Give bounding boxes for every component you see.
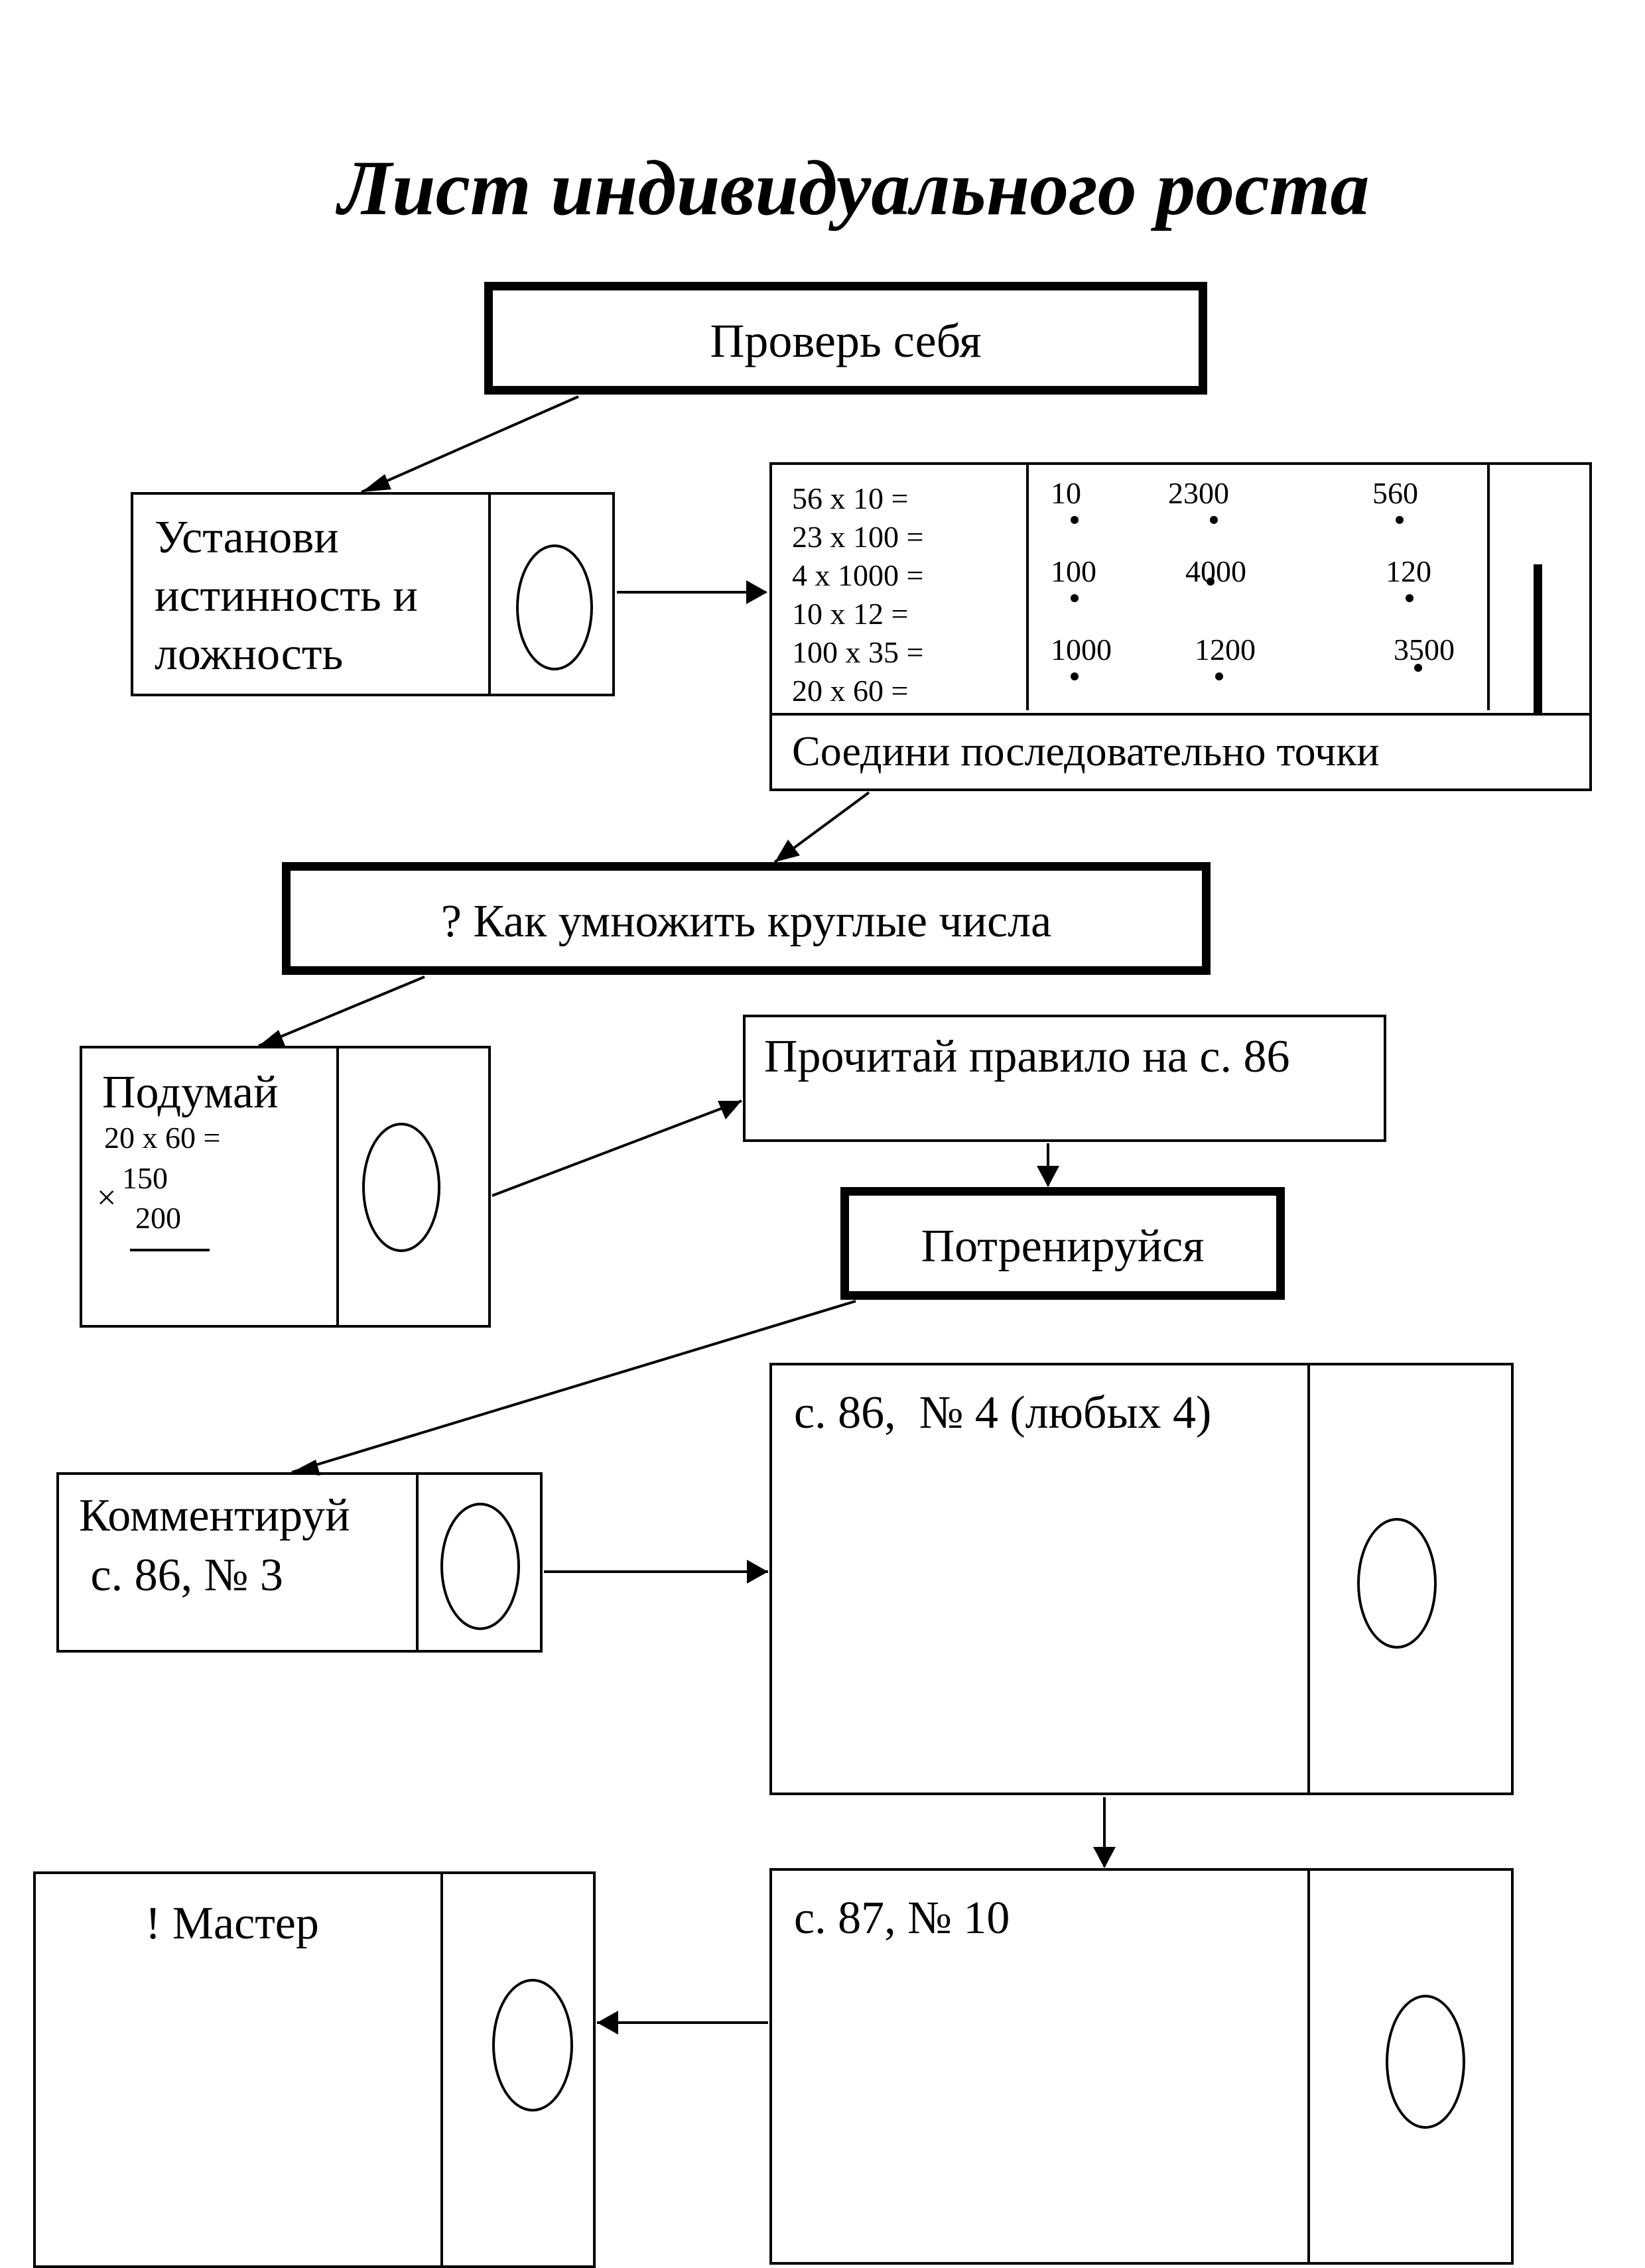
expression-4: 10 x 12 =: [792, 597, 909, 631]
establish-line-2: истинность и: [155, 570, 418, 621]
point-dot[interactable]: [1406, 594, 1414, 602]
self-assessment-divider: [336, 1048, 339, 1325]
read-rule-box: Прочитай правило на с. 86: [743, 1015, 1386, 1142]
multiplication-top: 150: [122, 1161, 168, 1195]
connect-dots-instruction: Соедини последовательно точки: [792, 727, 1380, 775]
self-assessment-oval[interactable]: [1386, 1995, 1465, 2129]
arrowhead: [362, 474, 391, 492]
times-sign: ×: [97, 1179, 117, 1217]
expression-2: 23 x 100 =: [792, 520, 924, 554]
self-assessment-divider: [1307, 1365, 1310, 1793]
task-box-2: с. 87, № 10: [769, 1868, 1514, 2265]
point-dot[interactable]: [1210, 516, 1218, 524]
point-label: 3500: [1394, 633, 1455, 666]
arrowhead: [292, 1460, 320, 1476]
self-assessment-divider: [488, 495, 491, 694]
question-label: ? Как умножить круглые числа: [440, 896, 1052, 947]
question-box: ? Как умножить круглые числа: [282, 862, 1211, 975]
expression-3: 4 x 1000 =: [792, 558, 924, 592]
check-yourself-label: Проверь себя: [710, 314, 982, 367]
point-label: 1000: [1051, 633, 1112, 666]
footer-divider: [772, 713, 1589, 716]
point-dot[interactable]: [1071, 516, 1079, 524]
arrowhead: [597, 2011, 618, 2035]
master-label: ! Мастер: [145, 1898, 319, 1949]
arrowhead: [746, 580, 767, 604]
point-label: 10: [1051, 476, 1081, 510]
point-dot[interactable]: [1071, 594, 1079, 602]
self-assessment-oval[interactable]: [362, 1123, 440, 1252]
expressions-divider: [1026, 465, 1029, 710]
comment-line-1: Комментируй: [79, 1490, 350, 1541]
task-2-label: с. 87, № 10: [794, 1893, 1010, 1944]
self-assessment-oval[interactable]: [492, 1979, 573, 2111]
multiplication-bottom: 200: [135, 1201, 181, 1235]
read-rule-label: Прочитай правило на с. 86: [764, 1031, 1290, 1082]
establish-truth-box: Установи истинность и ложность: [131, 492, 615, 696]
train-box: Потренируйся: [840, 1187, 1285, 1300]
self-assessment-divider: [416, 1475, 419, 1650]
check-yourself-box: Проверь себя: [484, 282, 1207, 395]
self-assessment-divider: [1307, 1871, 1310, 2262]
point-label: 1200: [1195, 633, 1256, 666]
point-label: 120: [1386, 554, 1431, 588]
self-assessment-oval[interactable]: [516, 544, 593, 670]
establish-line-3: ложность: [155, 629, 344, 680]
arrow-check-to-establish: [361, 395, 579, 493]
point-dot[interactable]: [1396, 516, 1404, 524]
multiplication-line: [130, 1249, 210, 1251]
arrowhead: [775, 840, 800, 862]
arrowhead: [747, 1560, 768, 1584]
comment-box: Комментируй с. 86, № 3: [56, 1472, 543, 1653]
point-label: 4000: [1185, 554, 1246, 588]
arrowhead: [1037, 1166, 1059, 1187]
point-dot[interactable]: [1207, 578, 1215, 586]
master-box: ! Мастер: [33, 1871, 596, 2268]
bar-marker: [1534, 564, 1542, 713]
arrow-question-to-think: [258, 976, 425, 1047]
train-label: Потренируйся: [921, 1221, 1205, 1272]
arrowhead: [1093, 1847, 1116, 1868]
arrow-think-to-rule: [492, 1100, 742, 1197]
self-assessment-oval[interactable]: [440, 1503, 520, 1630]
expression-1: 56 x 10 =: [792, 481, 909, 515]
bar-column-divider: [1487, 465, 1490, 710]
expression-6: 20 x 60 =: [792, 674, 909, 708]
arrow-train-to-comment: [291, 1300, 856, 1474]
expression-5: 100 x 35 =: [792, 635, 924, 669]
point-dot[interactable]: [1215, 672, 1223, 680]
task-box-1: с. 86, № 4 (любых 4): [769, 1363, 1514, 1795]
self-assessment-oval[interactable]: [1357, 1518, 1437, 1649]
point-label: 2300: [1168, 476, 1229, 510]
point-dot[interactable]: [1071, 672, 1079, 680]
point-label: 100: [1051, 554, 1096, 588]
arrowhead: [259, 1030, 285, 1046]
arrowhead: [718, 1101, 742, 1119]
point-dot[interactable]: [1414, 664, 1422, 672]
think-expression: 20 x 60 =: [104, 1121, 221, 1155]
point-label: 560: [1372, 476, 1418, 510]
think-heading: Подумай: [102, 1067, 279, 1118]
self-assessment-divider: [440, 1874, 443, 2265]
establish-line-1: Установи: [155, 512, 339, 563]
task-1-label: с. 86, № 4 (любых 4): [794, 1387, 1212, 1438]
think-box: Подумай 20 x 60 = 150 × 200: [80, 1046, 491, 1328]
page-title: Лист индивидуального роста: [338, 145, 1370, 231]
connect-dots-box: 56 x 10 = 23 x 100 = 4 x 1000 = 10 x 12 …: [769, 462, 1592, 791]
comment-line-2: с. 86, № 3: [79, 1550, 283, 1601]
